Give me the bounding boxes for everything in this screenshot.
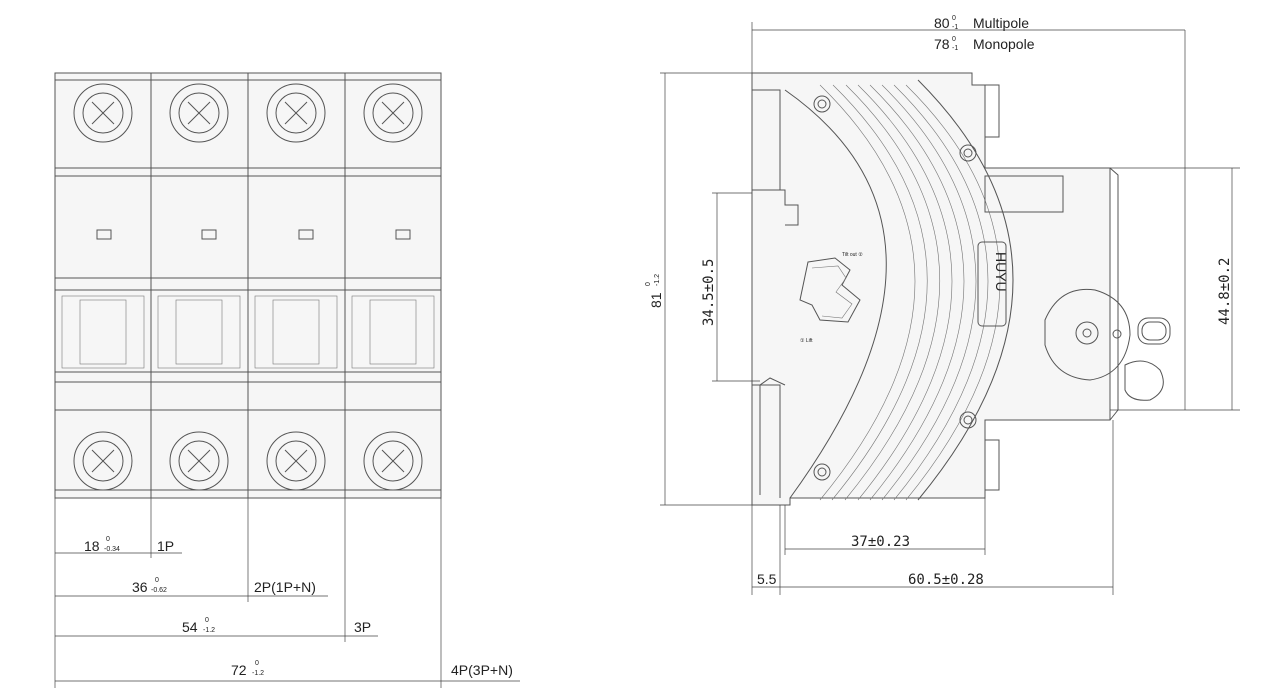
svg-text:-1.2: -1.2 — [203, 627, 215, 634]
svg-text:72: 72 — [231, 662, 247, 678]
terminal-screw-icon — [169, 83, 229, 143]
svg-text:0: 0 — [205, 617, 209, 624]
dim-rail-345: 34.5±0.5 — [701, 259, 717, 326]
indicator-window — [96, 229, 112, 240]
pole-3 — [254, 83, 338, 491]
svg-text:Multipole: Multipole — [973, 15, 1029, 31]
toggle-handle — [369, 299, 417, 365]
label-1p: 1P — [157, 538, 174, 554]
dim-72: 72 0 -1.2 4P(3P+N) — [231, 660, 513, 678]
terminal-screw-icon — [266, 83, 326, 143]
svg-text:36: 36 — [132, 579, 148, 595]
lever-mechanism — [1044, 288, 1171, 401]
svg-text:-1: -1 — [952, 45, 958, 52]
front-view: 18 0 -0.34 1P 36 0 -0.62 2P(1P+N) 54 0 -… — [54, 72, 520, 688]
svg-text:-1.2: -1.2 — [654, 274, 661, 286]
svg-text:0: 0 — [255, 660, 259, 667]
screw-icon — [959, 144, 977, 162]
toggle-handle — [175, 299, 223, 365]
dim-right-448: 44.8±0.2 — [1217, 258, 1233, 325]
svg-text:-0.62: -0.62 — [151, 587, 167, 594]
indicator-window — [395, 229, 411, 240]
screw-icon — [813, 463, 831, 481]
dim-width: 80 0 -1 Multipole 78 0 -1 Monopole — [934, 15, 1035, 52]
dim-55: 5.5 — [757, 571, 777, 587]
indicator-window — [201, 229, 217, 240]
screw-icon — [959, 411, 977, 429]
dim-18: 18 0 -0.34 1P — [84, 536, 174, 554]
terminal-screw-icon — [73, 83, 133, 143]
lift-tilt-instruction: Tilt out ② ① Lift — [799, 252, 863, 344]
label-4p: 4P(3P+N) — [451, 662, 513, 678]
svg-text:Monopole: Monopole — [973, 36, 1035, 52]
pole-2 — [157, 83, 241, 491]
svg-text:0: 0 — [952, 36, 956, 43]
side-body — [751, 72, 1111, 506]
svg-text:-0.34: -0.34 — [104, 546, 120, 553]
label-plate — [984, 175, 1064, 213]
terminal-screw-icon — [363, 83, 423, 143]
dim-36: 36 0 -0.62 2P(1P+N) — [132, 577, 316, 595]
svg-text:0: 0 — [155, 577, 159, 584]
arc-face — [784, 89, 887, 499]
svg-text:0: 0 — [645, 282, 652, 286]
toggle-handle — [79, 299, 127, 365]
svg-text:81: 81 — [648, 292, 664, 308]
indicator-window — [298, 229, 314, 240]
dim-height-81: 81 0 -1.2 — [645, 274, 664, 308]
pole-1 — [61, 83, 145, 491]
label-3p: 3P — [354, 619, 371, 635]
brand-plate — [977, 241, 1007, 327]
svg-text:① Lift: ① Lift — [800, 338, 813, 344]
dim-37: 37±0.23 — [851, 534, 910, 550]
pole-4 — [351, 83, 435, 491]
terminal-screw-icon — [73, 431, 133, 491]
svg-text:78: 78 — [934, 36, 950, 52]
toggle-handle — [272, 299, 320, 365]
svg-text:80: 80 — [934, 15, 950, 31]
terminal-screw-icon — [169, 431, 229, 491]
terminal-screw-icon — [363, 431, 423, 491]
svg-text:-1.2: -1.2 — [252, 670, 264, 677]
svg-text:-1: -1 — [952, 24, 958, 31]
svg-text:0: 0 — [952, 15, 956, 22]
side-view: HUYU Tilt out ② ① Lift 80 0 -1 Multipole — [645, 15, 1240, 595]
svg-text:0: 0 — [106, 536, 110, 543]
dim-54: 54 0 -1.2 3P — [182, 617, 371, 635]
svg-text:18: 18 — [84, 538, 100, 554]
terminal-screw-icon — [266, 431, 326, 491]
screw-icon — [813, 95, 831, 113]
svg-text:54: 54 — [182, 619, 198, 635]
brand-text: HUYU — [993, 252, 1009, 292]
label-2p: 2P(1P+N) — [254, 579, 316, 595]
dim-605: 60.5±0.28 — [908, 572, 984, 588]
svg-text:Tilt out ②: Tilt out ② — [842, 252, 863, 258]
